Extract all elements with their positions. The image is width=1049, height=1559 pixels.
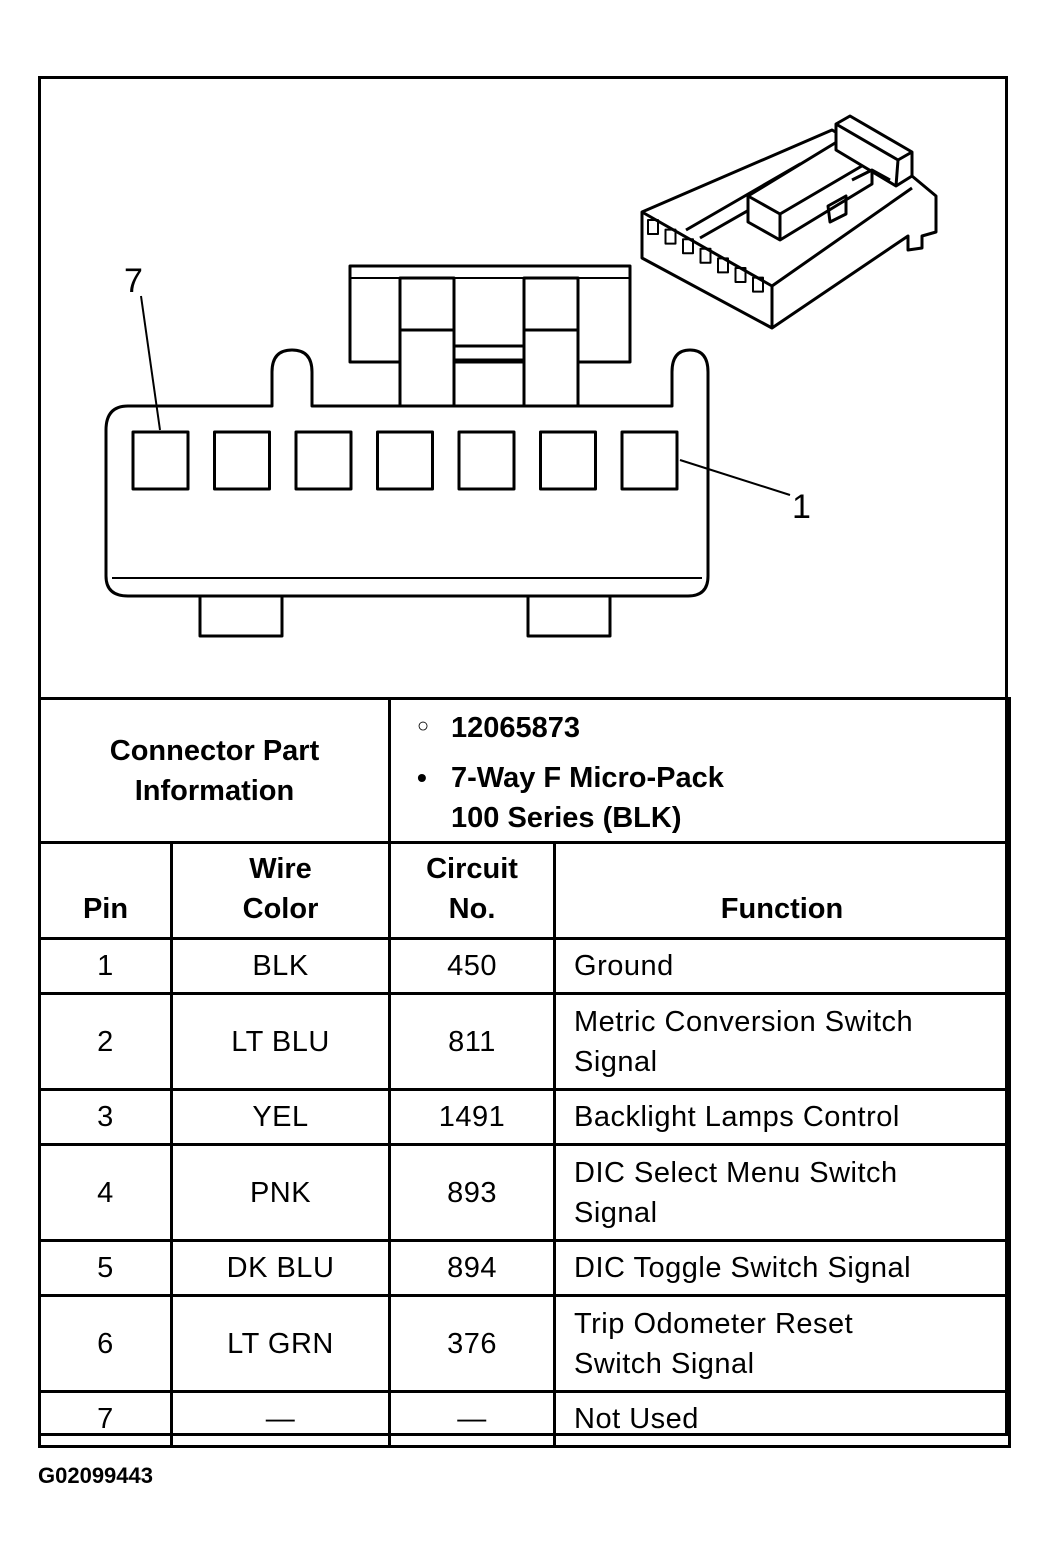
connector-latch-housing [348,264,632,364]
pin-cell: 5 [38,1239,173,1297]
pin-7-leader [140,295,161,431]
circuit-cell: 1491 [388,1088,557,1146]
pin-1-leader [679,459,791,496]
function-line1: DIC Toggle Switch Signal [574,1252,912,1284]
header-circuit-no: Circuit No. [388,841,557,940]
function-line2: Switch Signal [574,1347,755,1380]
connector-part-info-label: Connector Part Information [37,697,392,844]
table-row: 7——Not Used [38,1390,1012,1448]
wire-color-cell: LT GRN [169,1294,392,1393]
connector-latch-right [522,276,580,408]
circuit-cell: — [388,1390,557,1448]
connector-part-info-row: Connector Part Information ○ 12065873 • … [37,697,1012,844]
function-line1: Trip Odometer Reset [574,1307,854,1340]
figure-id: G02099443 [38,1463,153,1488]
pin-cell: 1 [38,937,173,995]
function-line1: DIC Select Menu Switch [574,1156,898,1189]
pin-cavity-6 [213,430,271,491]
connector-description-line2: 100 Series (BLK) [451,802,682,834]
iso-pin-cavity [752,276,764,293]
iso-pin-cavity [664,228,677,245]
function-cell: DIC Toggle Switch Signal [553,1239,1012,1297]
bullet-icon: • [417,762,427,793]
function-line1: Ground [574,950,674,982]
iso-pin-cavity [717,257,729,274]
pin-cell: 3 [38,1088,173,1146]
circuit-cell: 894 [388,1239,557,1297]
iso-pin-cavity [699,247,712,264]
function-cell: Not Used [553,1390,1012,1448]
pin-1-callout: 1 [792,488,811,526]
pin-cavity-1 [620,430,679,491]
circuit-cell: 376 [388,1294,557,1393]
circuit-cell: 893 [388,1143,557,1242]
connector-isometric-icon [640,114,938,330]
pin-cavities [131,430,679,491]
pin-cavity-2 [539,430,597,491]
connector-tab-right [526,594,612,638]
pin-cell: 7 [38,1390,173,1448]
header-wire-color: Wire Color [169,841,392,940]
part-number: 12065873 [451,712,581,744]
iso-pin-cavity [682,238,694,255]
connector-diagram: 7 1 [104,114,938,638]
connector-latch-left [398,276,456,408]
circuit-cell: 450 [388,937,557,995]
iso-pin-cavity [647,219,659,235]
pin-cavity-4 [376,430,434,491]
wire-color-cell: DK BLU [169,1239,392,1297]
connector-pinout-table: Connector Part Information ○ 12065873 • … [37,697,1012,1448]
connector-description-line1: 7-Way F Micro-Pack [451,762,724,794]
header-pin: Pin [38,841,173,940]
connector-tab-left [198,594,284,638]
wire-color-cell: PNK [169,1143,392,1242]
pin-cavity-7 [131,430,190,491]
wire-color-cell: — [169,1390,392,1448]
wire-color-cell: BLK [169,937,392,995]
pin-cavity-3 [457,430,516,491]
connector-body [104,348,710,598]
circuit-cell: 811 [388,992,557,1091]
table-header-row: Pin Wire Color Circuit No. Function [38,841,1012,940]
function-line1: Backlight Lamps Control [574,1101,900,1133]
connector-part-info-values: ○ 12065873 • 7-Way F Micro-Pack 100 Seri… [388,697,1012,844]
pin-7-callout: 7 [124,262,143,300]
bullet-icon: ○ [417,715,430,737]
header-function: Function [553,841,1012,940]
pin-cell: 6 [38,1294,173,1393]
function-line2: Signal [574,1196,658,1229]
function-line1: Not Used [574,1403,699,1435]
iso-pin-cavity [734,267,747,283]
function-cell: Backlight Lamps Control [553,1088,1012,1146]
function-cell: Ground [553,937,1012,995]
function-line2: Signal [574,1045,658,1078]
wire-color-cell: YEL [169,1088,392,1146]
pin-cell: 4 [38,1143,173,1242]
pin-cavity-5 [294,430,353,491]
wire-color-cell: LT BLU [169,992,392,1091]
function-line1: Metric Conversion Switch [574,1005,914,1038]
pin-cell: 2 [38,992,173,1091]
